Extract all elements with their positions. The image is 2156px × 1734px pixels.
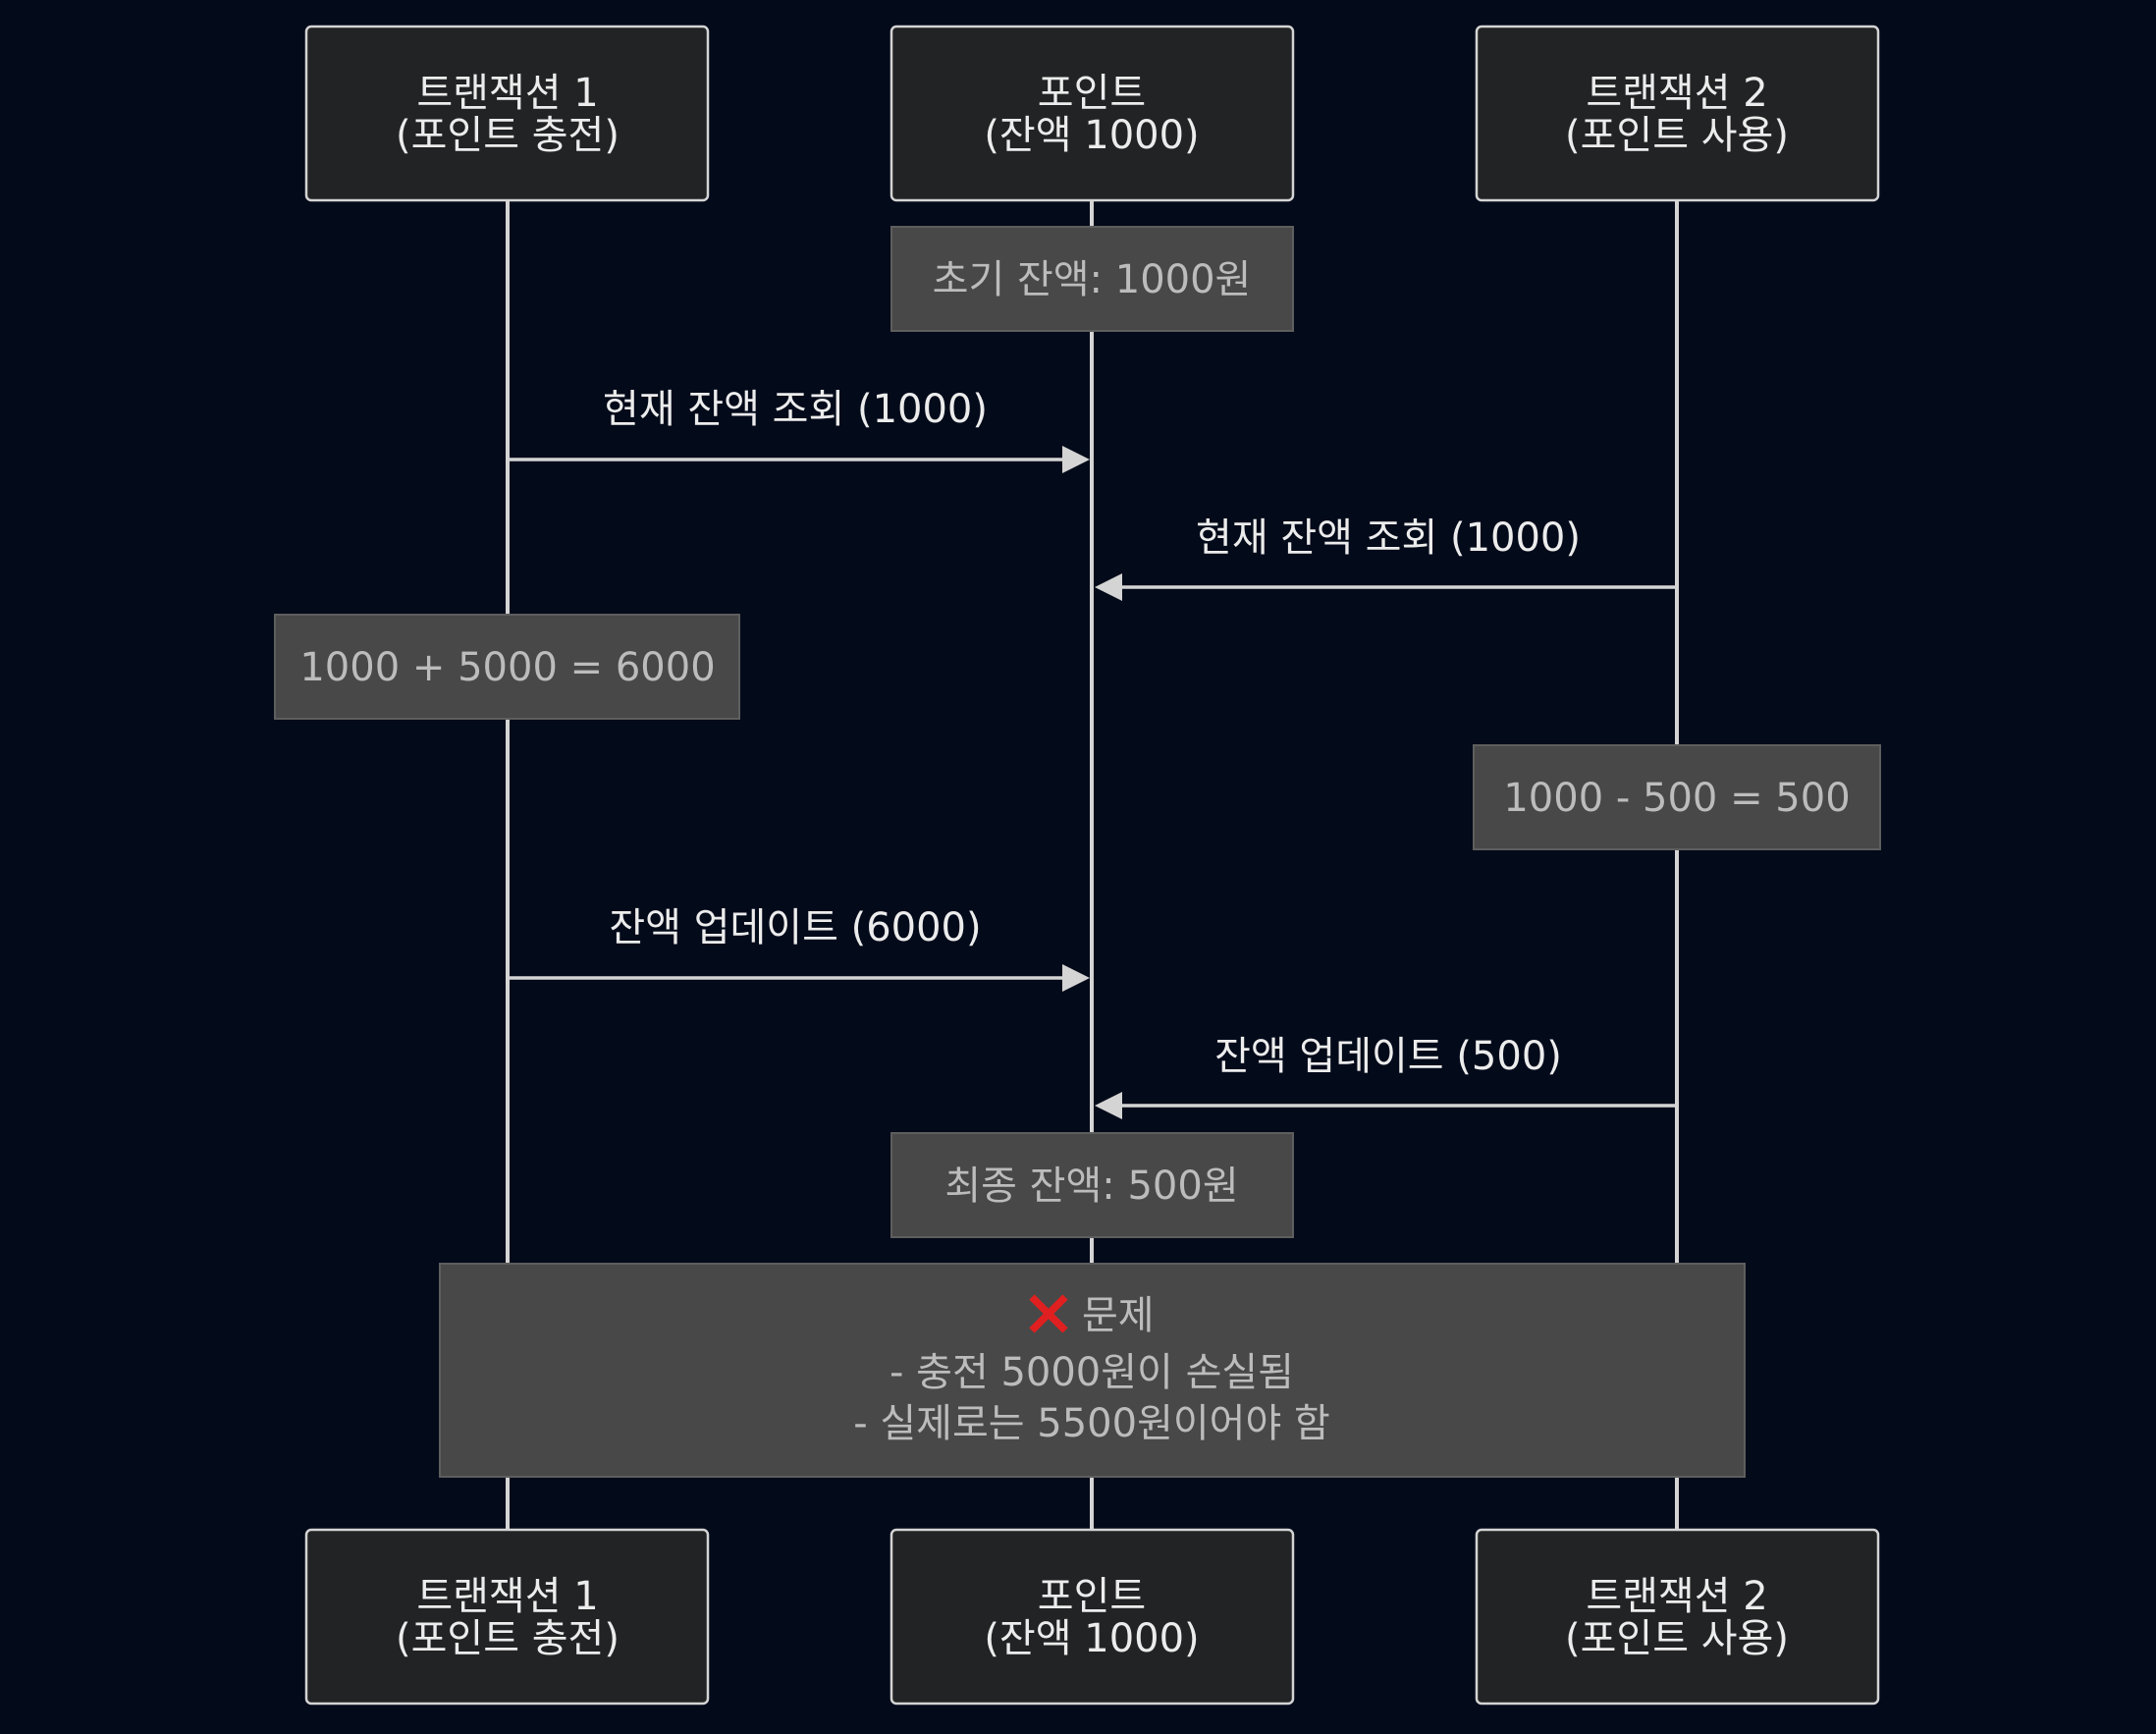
arrowhead-left xyxy=(1095,573,1122,601)
actor-subtitle: (잔액 1000) xyxy=(984,113,1199,158)
actor-title: 트랜잭션 2 xyxy=(1586,71,1767,116)
message-label: 잔액 업데이트 (6000) xyxy=(609,905,981,950)
actor-transaction-1-top: 트랜잭션 1 (포인트 충전) xyxy=(304,25,710,202)
actor-title: 트랜잭션 1 xyxy=(416,71,598,116)
actor-subtitle: (잔액 1000) xyxy=(984,1616,1199,1661)
note-text: 1000 - 500 = 500 xyxy=(1503,776,1850,821)
note-text: 1000 + 5000 = 6000 xyxy=(299,645,715,690)
arrowhead-right xyxy=(1062,446,1090,473)
problem-line: - 충전 5000원이 손실됨 xyxy=(889,1350,1294,1395)
message-t1-read-balance: 현재 잔액 조회 (1000) xyxy=(508,387,1090,473)
problem-title: 문제 xyxy=(1082,1293,1155,1338)
arrowhead-right xyxy=(1062,964,1090,992)
problem-line: - 실제로는 5500원이어야 함 xyxy=(853,1401,1330,1446)
actor-subtitle: (포인트 충전) xyxy=(396,1616,620,1661)
actor-transaction-2-bottom: 트랜잭션 2 (포인트 사용) xyxy=(1475,1528,1880,1706)
note-initial-balance: 초기 잔액: 1000원 xyxy=(890,226,1294,332)
note-transaction-2-calc: 1000 - 500 = 500 xyxy=(1473,744,1881,850)
actor-title: 포인트 xyxy=(1038,1574,1146,1619)
message-t1-update-balance: 잔액 업데이트 (6000) xyxy=(508,905,1090,992)
note-text: 최종 잔액: 500원 xyxy=(944,1164,1238,1209)
actor-point-bottom: 포인트 (잔액 1000) xyxy=(889,1528,1295,1706)
message-label: 잔액 업데이트 (500) xyxy=(1214,1034,1562,1079)
note-text: 초기 잔액: 1000원 xyxy=(933,257,1252,302)
cross-mark-icon xyxy=(1029,1294,1068,1333)
actor-subtitle: (포인트 사용) xyxy=(1565,1616,1789,1661)
actor-title: 포인트 xyxy=(1038,71,1146,116)
message-t2-read-balance: 현재 잔액 조회 (1000) xyxy=(1095,515,1677,601)
note-transaction-1-calc: 1000 + 5000 = 6000 xyxy=(274,614,740,720)
actor-transaction-2-top: 트랜잭션 2 (포인트 사용) xyxy=(1475,25,1880,202)
note-final-balance: 최종 잔액: 500원 xyxy=(890,1132,1294,1238)
arrowhead-left xyxy=(1095,1092,1122,1119)
actor-subtitle: (포인트 충전) xyxy=(396,113,620,158)
message-label: 현재 잔액 조회 (1000) xyxy=(1196,515,1581,561)
actor-title: 트랜잭션 2 xyxy=(1586,1574,1767,1619)
actor-transaction-1-bottom: 트랜잭션 1 (포인트 충전) xyxy=(304,1528,710,1706)
note-problem: 문제 - 충전 5000원이 손실됨 - 실제로는 5500원이어야 함 xyxy=(439,1263,1746,1478)
actor-point-top: 포인트 (잔액 1000) xyxy=(889,25,1295,202)
actor-subtitle: (포인트 사용) xyxy=(1565,113,1789,158)
actor-title: 트랜잭션 1 xyxy=(416,1574,598,1619)
message-t2-update-balance: 잔액 업데이트 (500) xyxy=(1095,1034,1677,1119)
message-label: 현재 잔액 조회 (1000) xyxy=(603,387,988,432)
